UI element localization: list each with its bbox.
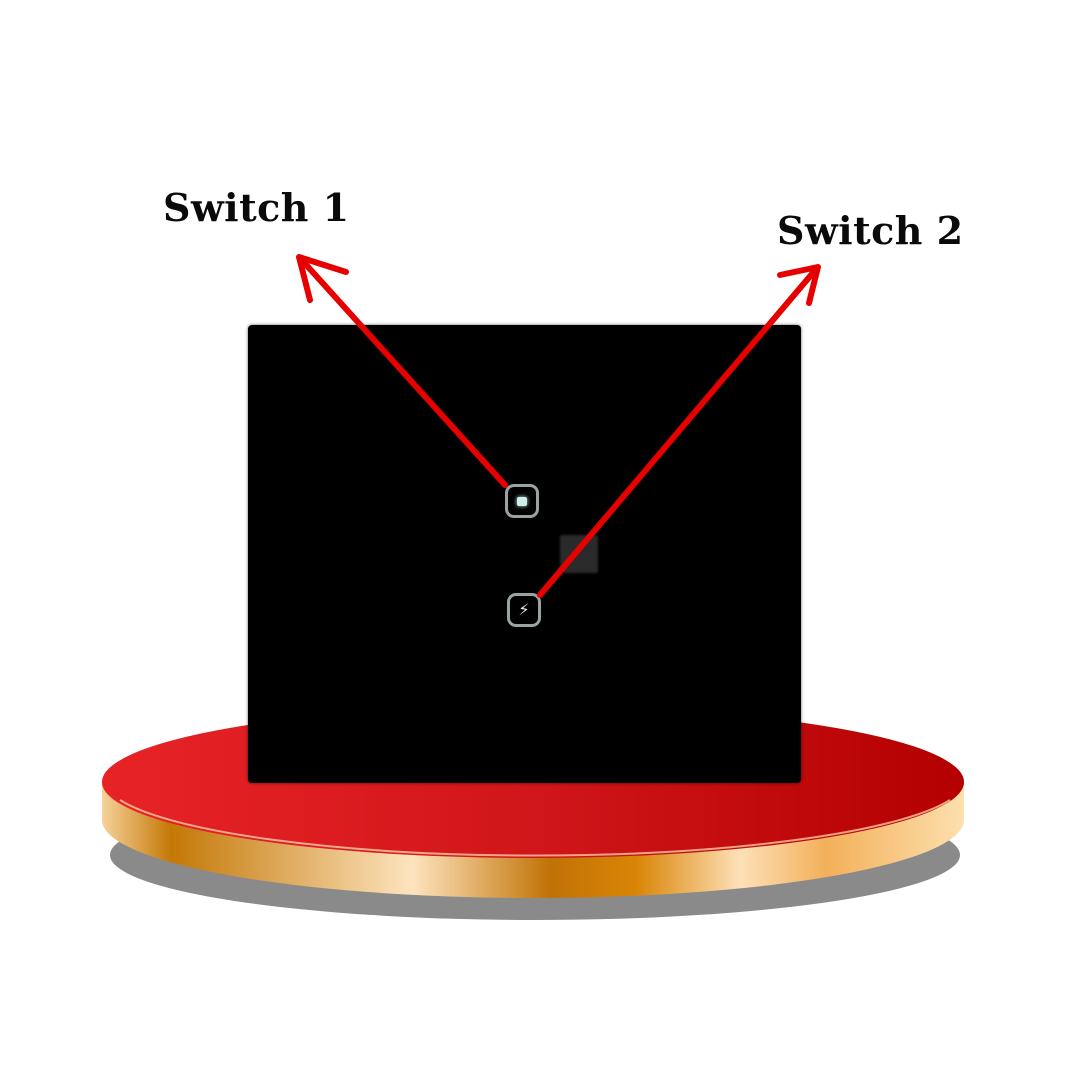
switch-1-label: Switch 1 <box>163 185 350 230</box>
switch-1-button[interactable] <box>505 484 539 518</box>
switch-panel: ⚡ <box>248 325 801 783</box>
arrow-switch-2 <box>537 265 820 598</box>
arrow-switch-1 <box>297 255 508 488</box>
switch-2-label: Switch 2 <box>777 208 964 253</box>
switch-2-button[interactable]: ⚡ <box>507 593 541 627</box>
lightning-bolt-icon: ⚡ <box>518 600 530 619</box>
square-light-icon <box>517 496 527 506</box>
